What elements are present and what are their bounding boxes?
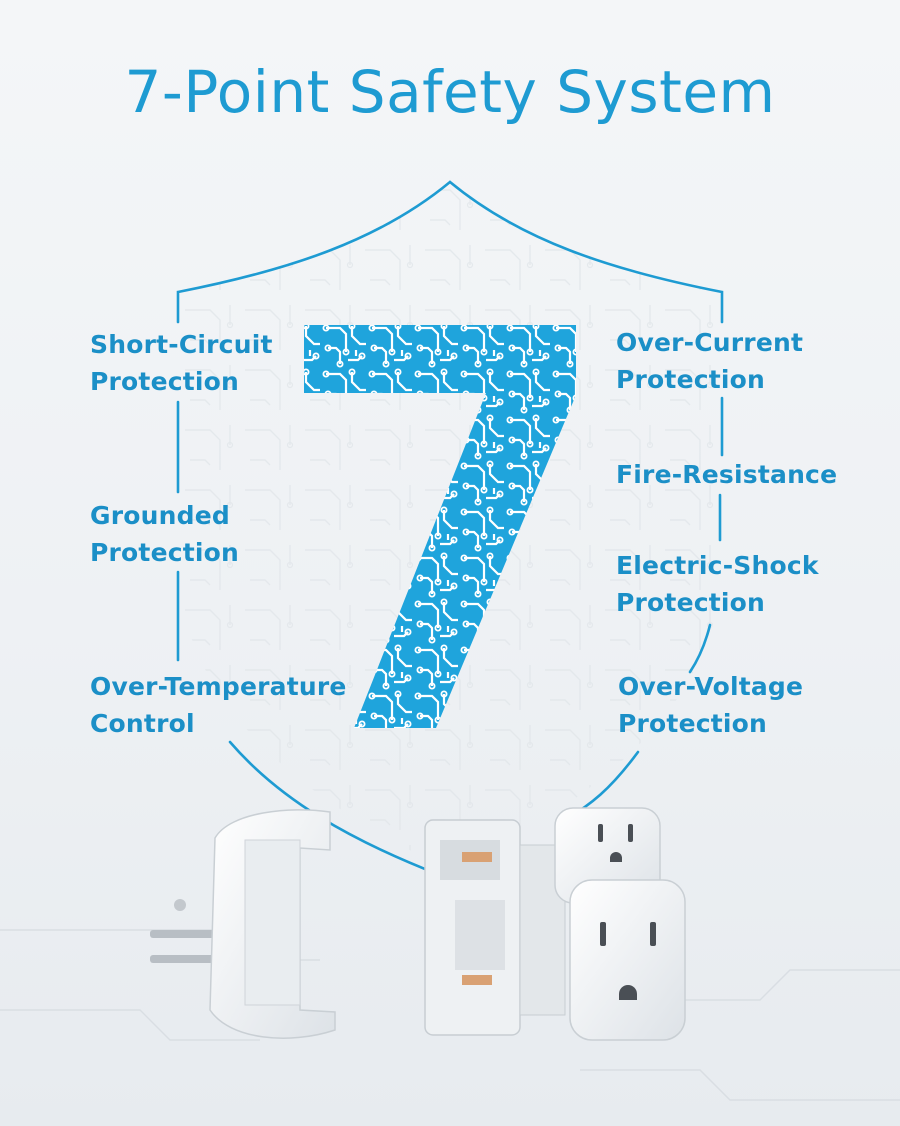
feature-over-current: Over-Current Protection xyxy=(616,324,803,398)
feature-label: Fire-Resistance xyxy=(616,460,838,489)
page-title: 7-Point Safety System xyxy=(124,58,776,126)
feature-over-temperature: Over-Temperature Control xyxy=(90,668,347,742)
feature-label: Protection xyxy=(90,538,240,567)
feature-over-voltage: Over-Voltage Protection xyxy=(618,668,803,742)
feature-label: Over-Current xyxy=(616,328,804,357)
feature-grounded: Grounded Protection xyxy=(90,497,239,571)
circuit-seven-icon xyxy=(304,325,576,728)
feature-label: Grounded xyxy=(90,501,230,530)
feature-fire-resistance: Fire-Resistance xyxy=(616,456,837,493)
feature-electric-shock: Electric-Shock Protection xyxy=(616,547,819,621)
feature-label: Over-Voltage xyxy=(618,672,804,701)
feature-label: Protection xyxy=(616,365,766,394)
outlet-adapter-image xyxy=(150,807,686,1041)
feature-label: Short-Circuit xyxy=(90,330,273,359)
feature-label: Over-Temperature xyxy=(90,672,347,701)
feature-short-circuit: Short-Circuit Protection xyxy=(90,326,273,400)
feature-label: Control xyxy=(90,709,195,738)
feature-label: Protection xyxy=(90,367,240,396)
feature-label: Electric-Shock xyxy=(616,551,819,580)
feature-label: Protection xyxy=(618,709,768,738)
feature-label: Protection xyxy=(616,588,766,617)
